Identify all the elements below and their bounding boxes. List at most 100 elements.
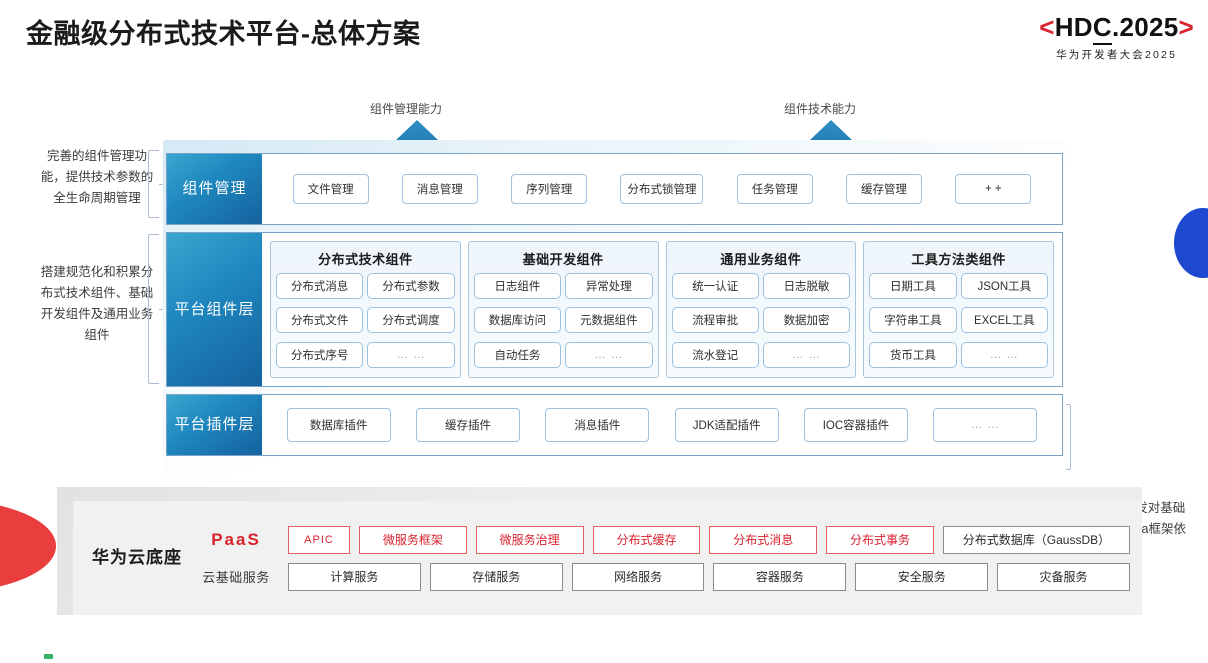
architecture-container: 组件管理 文件管理 消息管理 序列管理 分布式锁管理 任务管理 缓存管理 + +… — [163, 140, 1066, 478]
cloud-base-rows: PaaS APIC 微服务框架 微服务治理 分布式缓存 分布式消息 分布式事务 … — [193, 525, 1131, 591]
cloud-infra-row: 云基础服务 计算服务 存储服务 网络服务 容器服务 安全服务 灾备服务 — [193, 562, 1130, 591]
chip-transaction-registration[interactable]: 流水登记 — [671, 341, 759, 368]
base-panel: 华为云底座 PaaS APIC 微服务框架 微服务治理 分布式缓存 分布式消息 … — [73, 501, 1142, 615]
chip-message-management[interactable]: 消息管理 — [401, 174, 478, 204]
bchip-container-service[interactable]: 容器服务 — [713, 562, 847, 591]
red-wedge-decoration — [0, 500, 56, 592]
chip-data-encryption[interactable]: 数据加密 — [762, 307, 851, 334]
chip-task-management[interactable]: 任务管理 — [736, 174, 813, 204]
bchip-security-service[interactable]: 安全服务 — [855, 562, 989, 591]
green-marker-decoration — [44, 654, 53, 659]
layer-platform-plugins: 平台插件层 数据库插件 缓存插件 消息插件 JDK适配插件 IOC容器插件 … … — [166, 394, 1063, 456]
brace-connector-top — [148, 150, 167, 218]
logo-text-underlined: C — [1092, 12, 1112, 45]
group-grid: 分布式消息 分布式参数 分布式文件 分布式调度 分布式序号 … … — [276, 273, 455, 372]
bchip-disaster-recovery-service[interactable]: 灾备服务 — [997, 562, 1130, 591]
chip-database-access[interactable]: 数据库访问 — [473, 307, 562, 334]
group-grid: 日志组件 异常处理 数据库访问 元数据组件 自动任务 … … — [473, 273, 653, 372]
bchip-microservice-governance[interactable]: 微服务治理 — [475, 525, 584, 554]
chip-date-tool[interactable]: 日期工具 — [869, 273, 957, 299]
chip-database-plugin[interactable]: 数据库插件 — [286, 408, 391, 442]
chip-excel-tool[interactable]: EXCEL工具 — [960, 307, 1048, 334]
bchip-storage-service[interactable]: 存储服务 — [429, 562, 563, 591]
group-title: 分布式技术组件 — [318, 252, 413, 267]
chip-jdk-adapter-plugin[interactable]: JDK适配插件 — [674, 408, 779, 442]
layer-label-text: 平台组件层 — [174, 300, 255, 318]
chip-more-dots[interactable]: … … — [762, 341, 851, 368]
group-tool-method-components: 工具方法类组件 日期工具 JSON工具 字符串工具 EXCEL工具 货币工具 …… — [863, 241, 1054, 378]
chip-currency-tool[interactable]: 货币工具 — [869, 341, 957, 368]
group-general-business-components: 通用业务组件 统一认证 日志脱敏 流程审批 数据加密 流水登记 … … — [665, 241, 857, 378]
chip-more-dots[interactable]: … … — [960, 341, 1048, 368]
logo-bracket-left-icon: < — [1039, 12, 1055, 42]
layer-component-management: 组件管理 文件管理 消息管理 序列管理 分布式锁管理 任务管理 缓存管理 + + — [166, 153, 1063, 225]
bchip-compute-service[interactable]: 计算服务 — [288, 562, 421, 591]
bchip-microservice-framework[interactable]: 微服务框架 — [359, 525, 467, 554]
layer-label-text: 平台插件层 — [174, 416, 255, 433]
bchip-distributed-cache[interactable]: 分布式缓存 — [592, 525, 701, 554]
chip-string-tool[interactable]: 字符串工具 — [869, 307, 957, 334]
chip-distributed-file[interactable]: 分布式文件 — [276, 307, 364, 334]
chip-distributed-sequence[interactable]: 分布式序号 — [276, 341, 364, 368]
chip-sequence-management[interactable]: 序列管理 — [511, 174, 588, 204]
chip-automatic-task[interactable]: 自动任务 — [473, 341, 562, 368]
group-distributed-technology-components: 分布式技术组件 分布式消息 分布式参数 分布式文件 分布式调度 分布式序号 … … — [270, 241, 461, 378]
group-title: 基础开发组件 — [522, 252, 604, 267]
chip-cache-management[interactable]: 缓存管理 — [846, 174, 923, 204]
bchip-distributed-database-gaussdb[interactable]: 分布式数据库（GaussDB） — [942, 525, 1131, 554]
layer-body-platform-plugins: 数据库插件 缓存插件 消息插件 JDK适配插件 IOC容器插件 … … — [262, 395, 1062, 455]
group-grid: 统一认证 日志脱敏 流程审批 数据加密 流水登记 … … — [671, 273, 851, 372]
chip-distributed-scheduling[interactable]: 分布式调度 — [367, 307, 455, 334]
bchip-distributed-message[interactable]: 分布式消息 — [709, 525, 818, 554]
chip-more-dots[interactable]: … … — [367, 341, 455, 368]
cloud-infra-label: 云基础服务 — [202, 570, 270, 585]
group-title: 工具方法类组件 — [911, 252, 1006, 267]
hdc-logo: <HDC.2025> 华为开发者大会2025 — [1039, 12, 1194, 62]
chip-file-management[interactable]: 文件管理 — [292, 174, 369, 204]
page-title: 金融级分布式技术平台-总体方案 — [26, 19, 421, 49]
layer-label-platform-components: 平台组件层 — [167, 233, 262, 386]
layer-body-platform-components: 分布式技术组件 分布式消息 分布式参数 分布式文件 分布式调度 分布式序号 … … — [262, 233, 1062, 386]
chip-more-dots[interactable]: … … — [933, 408, 1038, 442]
paas-label: PaaS — [211, 529, 261, 549]
group-basic-development-components: 基础开发组件 日志组件 异常处理 数据库访问 元数据组件 自动任务 … … — [467, 241, 659, 378]
bchip-network-service[interactable]: 网络服务 — [571, 562, 705, 591]
layer-label-component-management: 组件管理 — [167, 154, 262, 224]
chip-unified-authentication[interactable]: 统一认证 — [671, 273, 759, 299]
bchip-apic[interactable]: APIC — [288, 525, 350, 554]
chip-metadata-component[interactable]: 元数据组件 — [565, 307, 653, 334]
chip-json-tool[interactable]: JSON工具 — [960, 273, 1048, 299]
chip-message-plugin[interactable]: 消息插件 — [545, 408, 650, 442]
chip-cache-plugin[interactable]: 缓存插件 — [415, 408, 520, 442]
cloud-base-title: 华为云底座 — [92, 548, 182, 567]
logo-subtitle: 华为开发者大会2025 — [1056, 49, 1178, 61]
paas-row: PaaS APIC 微服务框架 微服务治理 分布式缓存 分布式消息 分布式事务 … — [193, 525, 1131, 554]
chip-log-desensitization[interactable]: 日志脱敏 — [762, 273, 851, 299]
chip-distributed-lock-management[interactable]: 分布式锁管理 — [620, 174, 704, 204]
chip-add-more[interactable]: + + — [955, 174, 1032, 204]
chip-distributed-message[interactable]: 分布式消息 — [276, 273, 364, 299]
layer-body-component-management: 文件管理 消息管理 序列管理 分布式锁管理 任务管理 缓存管理 + + — [262, 154, 1062, 224]
group-title: 通用业务组件 — [720, 252, 802, 267]
layer-label-platform-plugins: 平台插件层 — [167, 395, 262, 455]
chip-ioc-container-plugin[interactable]: IOC容器插件 — [803, 408, 908, 442]
chip-exception-handling[interactable]: 异常处理 — [565, 273, 653, 299]
chip-log-component[interactable]: 日志组件 — [473, 273, 562, 299]
logo-bracket-right-icon: > — [1178, 12, 1194, 42]
bchip-distributed-transaction[interactable]: 分布式事务 — [826, 525, 934, 554]
huawei-cloud-base-section: 华为云底座 PaaS APIC 微服务框架 微服务治理 分布式缓存 分布式消息 … — [57, 487, 1142, 615]
layer-label-text: 组件管理 — [182, 180, 247, 197]
left-note-platform-components: 搭建规范化和积累分布式技术组件、基础开发组件及通用业务组件 — [40, 265, 154, 342]
chip-distributed-parameter[interactable]: 分布式参数 — [367, 273, 455, 299]
left-note-component-management: 完善的组件管理功能，提供技术参数的全生命周期管理 — [40, 149, 154, 205]
logo-text-post: .2025 — [1111, 12, 1179, 42]
layer-platform-components: 平台组件层 分布式技术组件 分布式消息 分布式参数 分布式文件 分布式调度 分布… — [166, 232, 1063, 387]
caption-component-technology-capability: 组件技术能力 — [784, 102, 857, 116]
chip-process-approval[interactable]: 流程审批 — [671, 307, 759, 334]
brace-connector-middle — [148, 234, 167, 384]
logo-text-pre: HD — [1054, 12, 1093, 42]
chip-more-dots[interactable]: … … — [565, 341, 653, 368]
blue-circle-decoration — [1174, 208, 1208, 278]
caption-component-management-capability: 组件管理能力 — [370, 102, 443, 116]
